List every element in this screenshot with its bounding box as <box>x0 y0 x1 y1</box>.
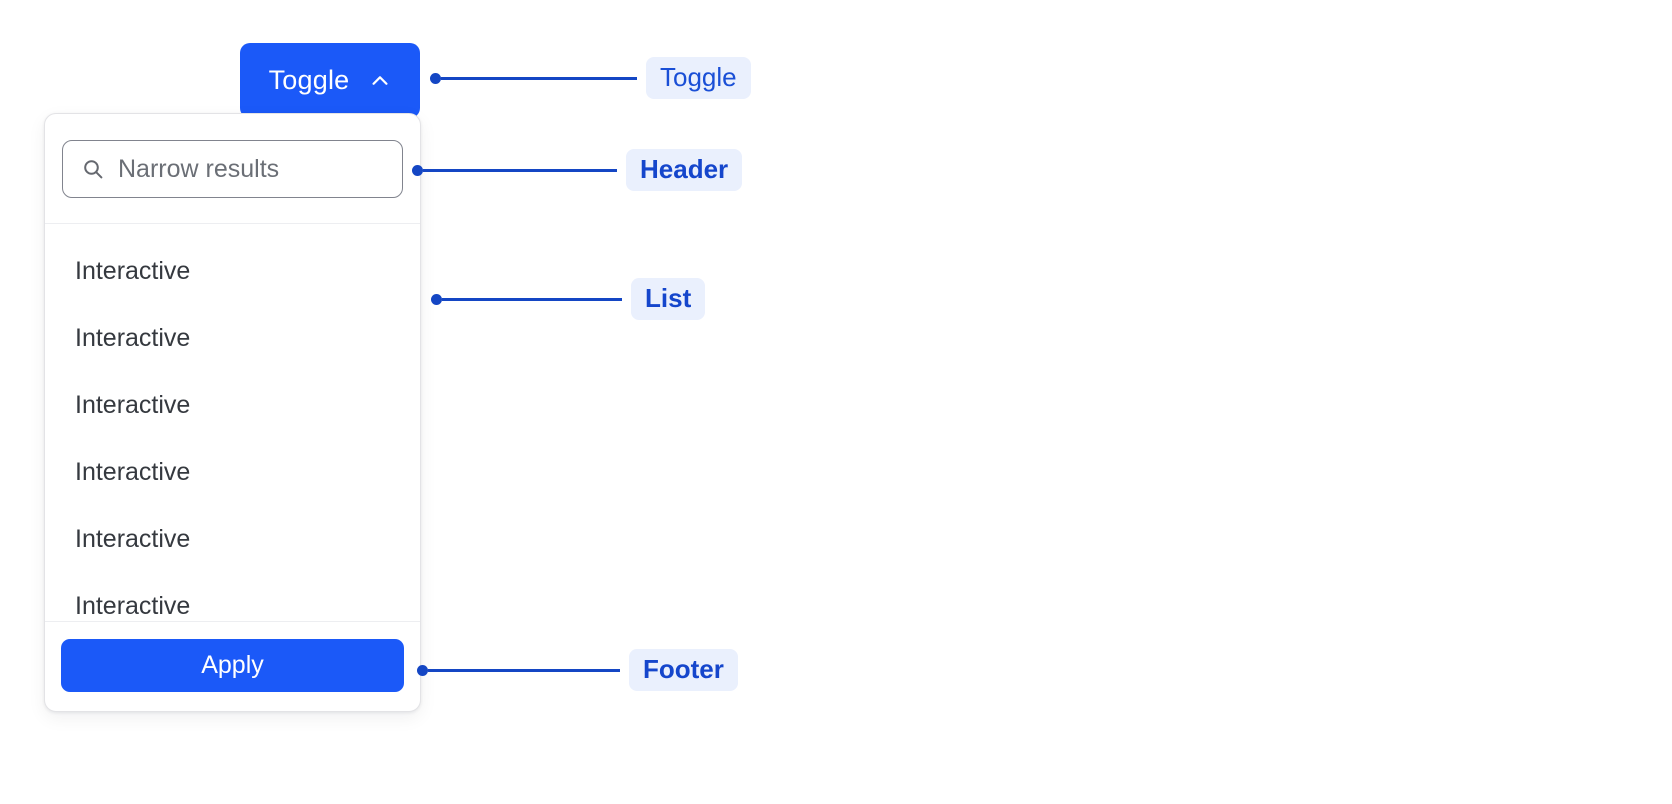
list-item-label: Interactive <box>75 391 191 419</box>
panel-list: Interactive Interactive Interactive Inte… <box>45 224 420 621</box>
annotation-line <box>423 168 617 172</box>
toggle-button-label: Toggle <box>268 65 350 95</box>
apply-button[interactable]: Apply <box>61 639 404 692</box>
annotation-dot <box>417 664 428 676</box>
chevron-up-icon <box>369 70 391 92</box>
list-item-label: Interactive <box>75 458 191 486</box>
annotation-dot <box>412 164 423 176</box>
list-item-label: Interactive <box>75 592 191 620</box>
annotation-line <box>442 297 622 301</box>
list-item-label: Interactive <box>75 257 191 285</box>
annotation-chip-header: Header <box>626 149 743 191</box>
annotation-chip-list: List <box>631 278 706 320</box>
list-item-label: Interactive <box>75 324 191 352</box>
list-item-label: Interactive <box>75 525 191 553</box>
list-item[interactable]: Interactive <box>45 506 420 573</box>
panel-footer: Apply <box>45 621 420 711</box>
list-item[interactable]: Interactive <box>45 372 420 439</box>
list-item[interactable]: Interactive <box>45 238 420 305</box>
search-icon <box>81 157 105 181</box>
list-item[interactable]: Interactive <box>45 305 420 372</box>
annotation-chip-footer: Footer <box>629 649 738 691</box>
list-item[interactable]: Interactive <box>45 439 420 506</box>
panel-header <box>45 114 420 224</box>
annotation-line <box>428 668 620 672</box>
annotation-dot <box>430 72 441 84</box>
list-item[interactable]: Interactive <box>45 573 420 621</box>
annotation-chip-toggle: Toggle <box>646 57 751 99</box>
annotation-dot <box>431 293 442 305</box>
search-box[interactable] <box>62 140 403 198</box>
search-input[interactable] <box>118 154 384 184</box>
dropdown-panel: Interactive Interactive Interactive Inte… <box>44 113 421 712</box>
annotation-line <box>441 76 637 80</box>
toggle-button[interactable]: Toggle <box>240 43 420 118</box>
